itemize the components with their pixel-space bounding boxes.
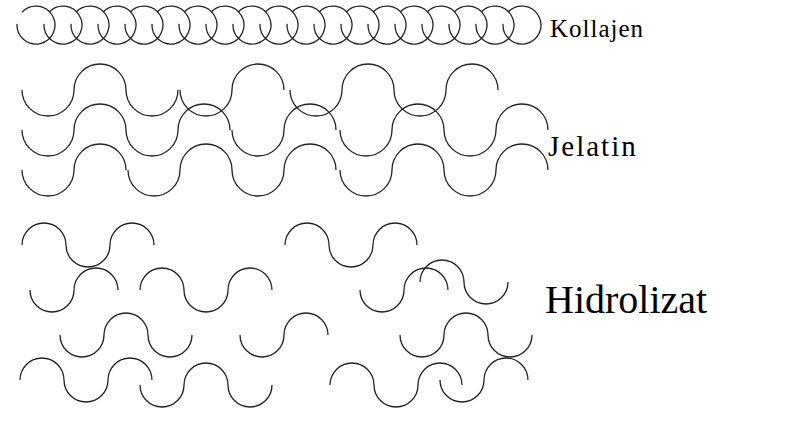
gelatin-chain xyxy=(180,64,284,116)
gelatin-chain xyxy=(22,104,230,156)
gelatin-chain xyxy=(340,144,548,196)
hydrolysate-fragment xyxy=(30,268,118,312)
hydrolysate-fragment xyxy=(60,313,192,357)
form-label: Hidrolizat xyxy=(545,280,707,320)
hydrolysate-fragment xyxy=(285,223,417,267)
hydrolysate-fragment xyxy=(440,358,528,402)
gelatin-chain xyxy=(128,144,336,196)
hydrolysate-fragment xyxy=(240,313,328,357)
hydrolysate-fragment xyxy=(360,268,448,312)
hydrolysate-fragment xyxy=(400,313,532,357)
hydrolysate-fragment xyxy=(140,363,272,407)
hydrolysate-fragment xyxy=(22,223,154,267)
gelatin-chain xyxy=(290,64,498,116)
gelatin-chain xyxy=(340,104,548,156)
hydrolysate-fragment xyxy=(140,268,272,312)
form-label: Kollajen xyxy=(550,16,644,41)
hydrolysate-fragment xyxy=(20,358,152,402)
form-label: Jelatin xyxy=(548,132,638,161)
gelatin-chain xyxy=(232,104,336,156)
gelatin-chain xyxy=(22,64,178,116)
hydrolysate-fragment xyxy=(330,363,462,407)
gelatin-chain xyxy=(22,144,126,196)
hydrolysate-fragment xyxy=(420,260,508,304)
collagen-helix xyxy=(503,6,541,44)
